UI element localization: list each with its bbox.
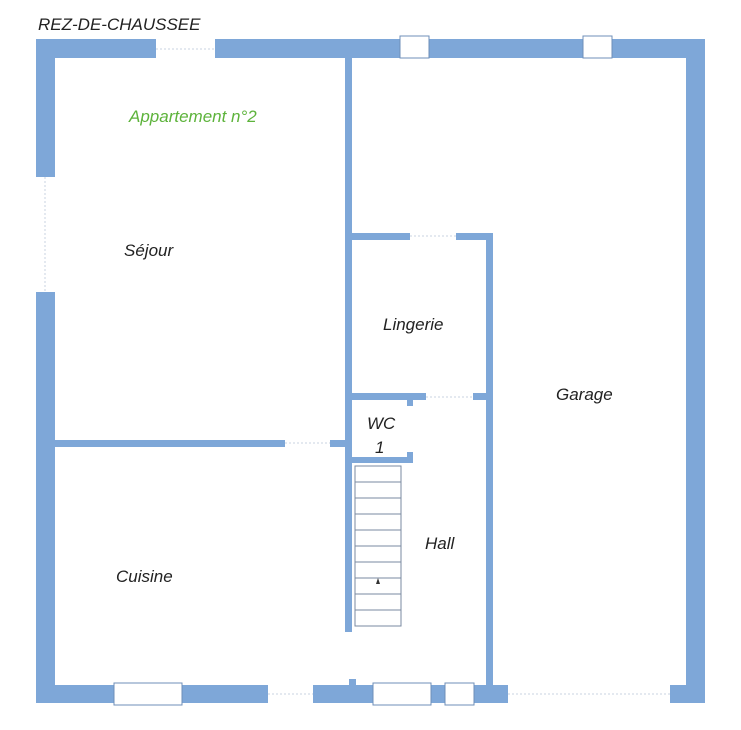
openings [44,48,670,695]
window-bottom-3 [444,682,475,706]
room-label-cuisine: Cuisine [116,567,173,586]
interior-walls [55,55,493,691]
room-label-garage: Garage [556,385,613,404]
window-top-1 [399,35,430,59]
windows [113,35,613,706]
window-bottom-2 [372,682,432,706]
room-label-wc-number: 1 [375,438,384,457]
staircase [354,465,402,627]
room-label-hall: Hall [425,534,456,553]
window-bottom-1 [113,682,183,706]
apartment-label: Appartement n°2 [128,107,257,126]
window-top-2 [582,35,613,59]
room-label-lingerie: Lingerie [383,315,444,334]
room-label-wc: WC [367,414,396,433]
floor-title: REZ-DE-CHAUSSEE [38,15,201,34]
room-label-sejour: Séjour [124,241,174,260]
stair-direction-arrow-icon [376,578,380,584]
